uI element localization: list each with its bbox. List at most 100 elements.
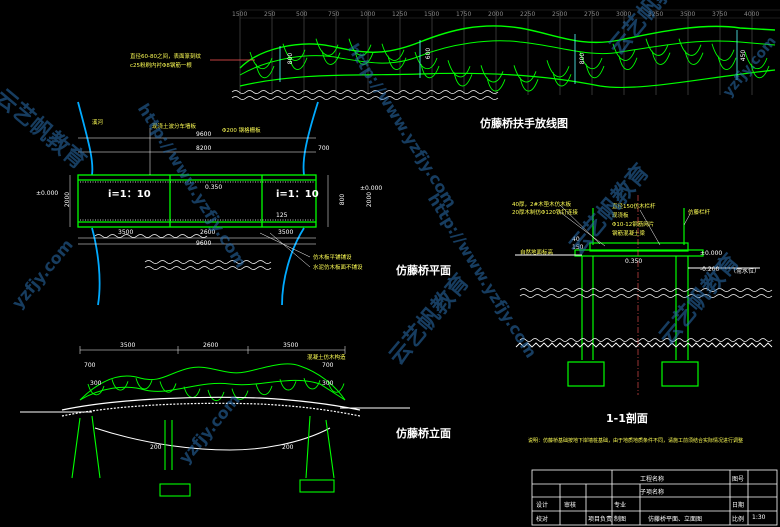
plan-note-bottom-2: 水泥仿木板面不铺设: [313, 265, 363, 271]
water-waves-section: [519, 288, 773, 342]
plan-dim-bottom-3500-r: 3500: [278, 229, 294, 236]
handrail-note-2: c25粉刷内衬Φ8钢筋一根: [130, 63, 192, 69]
slope-left: i=1：10: [108, 189, 151, 200]
plan-dim-bottom-9600: 9600: [196, 240, 212, 247]
handrail-loop: [645, 38, 671, 65]
water-wave: [144, 260, 272, 264]
tb-lead: 项目负责: [588, 516, 613, 523]
handrail-loop: [381, 43, 407, 70]
handrail-loop: [315, 38, 341, 65]
tb-design: 设计: [536, 502, 549, 509]
grid-tick-label: 3750: [712, 11, 728, 18]
handrail-loop: [447, 60, 473, 87]
side-loop: [207, 389, 225, 402]
plan-dim-lines: [69, 128, 329, 268]
section-structure: [567, 208, 704, 387]
grid-tick-label: 750: [328, 11, 340, 18]
river-label: 溪河: [92, 120, 104, 126]
plan-height-left: 2000: [64, 191, 72, 208]
plan-dim-bottom-3500-l: 3500: [118, 229, 134, 236]
tb-subitem-name: 子项名称: [640, 489, 665, 496]
grid-tick-label: 1000: [360, 11, 376, 18]
grid-tick-label: 2000: [488, 11, 504, 18]
handrail-dim-3: 800: [579, 52, 587, 65]
side-dim-left-300: 300: [90, 380, 102, 387]
grid-tick-label: 2750: [584, 11, 600, 18]
plan-edge-dots: [80, 181, 314, 221]
side-loop: [231, 388, 249, 400]
section-note-3: 直径150仿木栏杆: [612, 204, 656, 210]
handrail-bottom-curve: [239, 69, 776, 89]
tb-discipline: 专业: [614, 502, 627, 509]
plan-dim-700: 700: [318, 145, 330, 152]
side-loops: [87, 378, 345, 402]
handrail-loop: [480, 65, 506, 92]
plan-deck: [77, 174, 317, 228]
handrail-note-1: 直径60-80之间，表面篆刻纹: [130, 54, 201, 60]
handrail-cyan-marks: [279, 30, 738, 84]
side-loop: [183, 386, 201, 398]
side-note: 混凝土仿木构造: [307, 355, 346, 361]
section-ground-label: 自然地面标高: [520, 250, 554, 256]
section-title: 1-1剖面: [606, 412, 648, 425]
handrail-mid-curve: [239, 40, 776, 76]
plan-level-right: ±0.000: [360, 185, 383, 192]
side-dim-left-700: 700: [84, 362, 96, 369]
side-dim-2600: 2600: [203, 342, 219, 349]
side-loop: [159, 381, 177, 393]
handrail-loop: [546, 60, 572, 87]
tb-check: 校对: [536, 516, 549, 523]
handrail-loop: [711, 43, 737, 70]
section-note-2: 20厚木制仿Φ120铁钉连接: [512, 210, 578, 216]
bridge-deck-side: [61, 396, 361, 451]
section-note-7: 仿藤栏杆: [688, 210, 711, 216]
side-dim-bottom-2: 200: [282, 444, 294, 451]
side-loop: [279, 379, 297, 391]
water-waves-plan: [94, 234, 272, 270]
section-leaders: [559, 204, 691, 247]
side-loop: [255, 383, 273, 396]
grid-tick-label: 500: [296, 11, 308, 18]
handrail-loop: [579, 51, 605, 79]
water-wave: [144, 266, 272, 270]
water-wave: [231, 96, 499, 100]
handrail-dim-2: 600: [425, 47, 433, 60]
title-block-frame: [531, 469, 778, 526]
plan-height-125: 125: [276, 212, 288, 219]
grid-tick-label: 2250: [520, 11, 536, 18]
section-ground: [515, 254, 773, 348]
side-dim-right-700: 700: [322, 362, 334, 369]
water-wave: [94, 234, 208, 238]
handrail-loop: [414, 51, 440, 79]
handrail-loop: [282, 43, 308, 70]
section-dim-150: 150: [572, 244, 584, 251]
water-wave: [519, 294, 773, 298]
grid-tick-label: 3000: [616, 11, 632, 18]
side-loop: [87, 383, 105, 396]
section-level-right-2: -0.200: [700, 266, 720, 273]
plan-rebar-label: Φ200 钢格栅板: [222, 128, 261, 134]
grid-tick-label: 250: [264, 11, 276, 18]
tb-review: 审核: [564, 502, 577, 509]
section-note-1: 40厚，2#木垫木仿木板: [512, 202, 572, 208]
section-note-4: 现浇板: [612, 213, 629, 219]
handrail-loops: [249, 38, 770, 92]
tb-drawing-name: 仿藤桥平面、立面图: [648, 516, 703, 523]
plan-height-800: 800: [339, 193, 347, 206]
handrail-loop: [513, 65, 539, 92]
side-loop: [303, 378, 321, 390]
side-loop: [135, 378, 153, 390]
water-wave: [519, 338, 773, 342]
plan-dim-8200: 8200: [196, 145, 212, 152]
tb-drafter: 制图: [614, 516, 627, 523]
tb-scale-label: 比例: [732, 516, 745, 523]
grid-tick-label: 3500: [680, 11, 696, 18]
side-loop: [327, 381, 345, 393]
slope-right: i=1：10: [276, 189, 319, 200]
plan-note-top: 现浇土波分车墙板: [152, 124, 197, 130]
handrail-loop: [348, 38, 374, 65]
side-piers: [71, 415, 335, 497]
plan-dim-9600-top: 9600: [196, 131, 212, 138]
